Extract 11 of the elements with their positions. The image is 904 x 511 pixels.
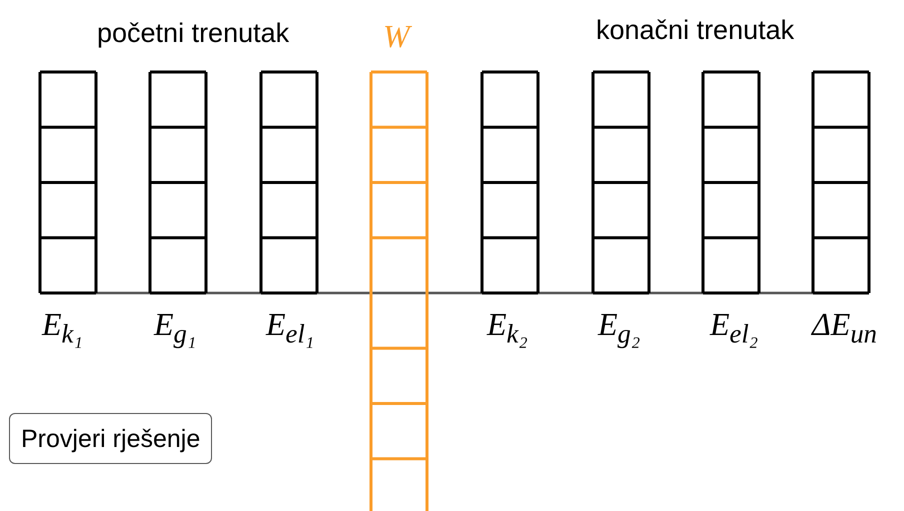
energy-label: E$_{k₂}$ (487, 308, 528, 348)
energy-label: E$_{g₂}$ (598, 308, 640, 348)
energy-label: E$_{g₁}$ (154, 308, 196, 348)
energy-label: ΔE$_{un}$ (812, 308, 877, 348)
heading-text: konačni trenutak (596, 17, 794, 44)
energy-label: E$_{el₂}$ (710, 308, 758, 348)
heading-text: početni trenutak (97, 20, 290, 47)
energy-label: E$_{k₁}$ (42, 308, 83, 348)
energy-label: E$_{el₁}$ (266, 308, 314, 348)
check-solution-button: Provjeri rješenje (9, 413, 212, 464)
work-label: W (383, 20, 410, 52)
